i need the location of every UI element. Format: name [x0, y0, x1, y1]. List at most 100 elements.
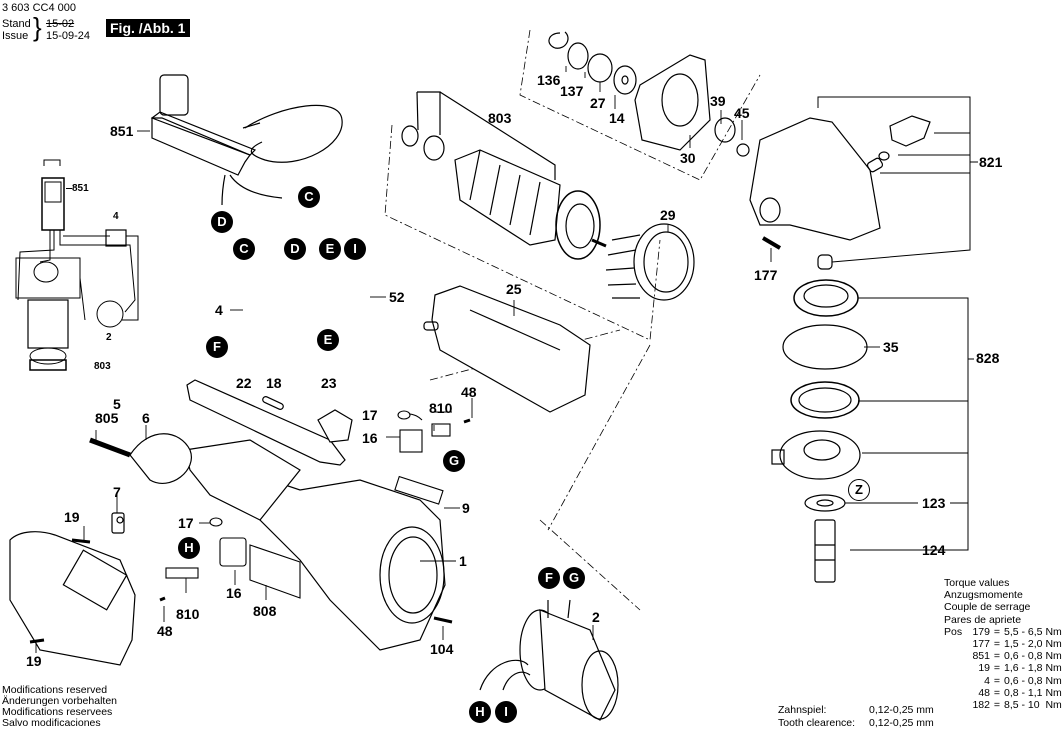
callout-124[interactable]: 124: [922, 542, 946, 558]
rear-cover: [9, 531, 136, 666]
callout-22[interactable]: 22: [236, 375, 252, 391]
callout-52[interactable]: 52: [389, 289, 405, 305]
torque-title-es: Pares de apriete: [944, 613, 1022, 626]
connector-f-coil[interactable]: F: [538, 567, 560, 589]
callout-29[interactable]: 29: [660, 207, 676, 223]
callout-1[interactable]: 1: [459, 553, 467, 569]
callout-9[interactable]: 9: [462, 500, 470, 516]
callout-2[interactable]: 2: [592, 609, 600, 625]
callout-25[interactable]: 25: [506, 281, 522, 297]
callout-45[interactable]: 45: [734, 105, 750, 121]
callout-14[interactable]: 14: [609, 110, 625, 126]
callout-16-lower[interactable]: 16: [226, 585, 242, 601]
torque-row: 19=1,6 - 1,8 Nm: [944, 662, 1061, 675]
torque-value: 8,5 - 10 Nm: [1004, 699, 1062, 712]
callout-808[interactable]: 808: [253, 603, 277, 619]
torque-pos-label: [944, 699, 966, 711]
tooth-clearance-value-de: 0,12-0,25 mm: [869, 704, 934, 716]
callout-16-upper[interactable]: 16: [362, 430, 378, 446]
callout-821[interactable]: 821: [979, 154, 1003, 170]
part-30-bearing-flange: [548, 31, 750, 157]
part-1-motor-housing: [184, 439, 446, 651]
callout-828[interactable]: 828: [976, 350, 1000, 366]
stand-label: Stand: [2, 18, 31, 30]
small-parts-group-upper: [394, 410, 471, 505]
connector-h-coil[interactable]: H: [469, 701, 491, 723]
torque-equals: =: [993, 625, 1001, 638]
schematic-label-4: 4: [113, 211, 119, 222]
torque-pos-label: [944, 675, 966, 687]
callout-805[interactable]: 805: [95, 410, 119, 426]
callout-17-upper[interactable]: 17: [362, 407, 378, 423]
torque-row: 48=0,8 - 1,1 Nm: [944, 686, 1061, 699]
callout-810-upper[interactable]: 810: [429, 400, 453, 416]
connector-g-coil[interactable]: G: [563, 567, 585, 589]
callout-48-lower[interactable]: 48: [157, 623, 173, 639]
callout-19-lower[interactable]: 19: [26, 653, 42, 669]
part-828-gear-stack: [771, 279, 868, 583]
torque-title-de: Anzugsmomente: [944, 589, 1023, 602]
callout-123[interactable]: 123: [922, 495, 946, 511]
callout-104[interactable]: 104: [430, 641, 454, 657]
torque-value: 0,6 - 0,8 Nm: [1004, 650, 1062, 663]
part-821-gear-housing: [749, 115, 931, 270]
callout-4[interactable]: 4: [215, 302, 223, 318]
connector-d-top[interactable]: D: [211, 211, 233, 233]
callout-27[interactable]: 27: [590, 95, 606, 111]
torque-pos: 19: [978, 662, 990, 675]
torque-equals: =: [993, 686, 1001, 699]
torque-value: 1,5 - 2,0 Nm: [1004, 638, 1062, 651]
tooth-clearance-row-en: Tooth clearence: 0,12-0,25 mm: [778, 717, 934, 729]
torque-title-fr: Couple de serrage: [944, 601, 1031, 614]
connector-g-upper[interactable]: G: [443, 450, 465, 472]
callout-17-lower[interactable]: 17: [178, 515, 194, 531]
torque-equals: =: [993, 650, 1001, 663]
torque-value: 5,5 - 6,5 Nm: [1004, 625, 1062, 638]
connector-e-switch[interactable]: E: [317, 329, 339, 351]
torque-pos-label: [944, 687, 966, 699]
detail-marker-z[interactable]: Z: [848, 479, 870, 501]
callout-851[interactable]: 851: [110, 123, 134, 139]
part-29-fan: [605, 223, 695, 301]
assembly-boundary-lines: [384, 29, 761, 611]
connector-i-coil[interactable]: I: [495, 701, 517, 723]
torque-equals: =: [993, 699, 1001, 712]
callout-48-upper[interactable]: 48: [461, 384, 477, 400]
connector-i-wire52[interactable]: I: [344, 238, 366, 260]
torque-equals: =: [993, 638, 1001, 651]
callout-810-lower[interactable]: 810: [176, 606, 200, 622]
issue-date: 15-09-24: [46, 30, 91, 42]
callout-39[interactable]: 39: [710, 93, 726, 109]
connector-c-top[interactable]: C: [298, 186, 320, 208]
torque-value: 0,6 - 0,8 Nm: [1004, 674, 1062, 687]
connector-d-switch[interactable]: D: [284, 238, 306, 260]
callout-137[interactable]: 137: [560, 83, 584, 99]
callout-803[interactable]: 803: [488, 110, 512, 126]
connector-h-lower[interactable]: H: [178, 537, 200, 559]
tooth-clearance-value-en: 0,12-0,25 mm: [869, 716, 934, 729]
callout-5[interactable]: 5: [113, 396, 121, 412]
callout-6[interactable]: 6: [142, 410, 150, 426]
part-25-handle: [423, 285, 591, 413]
part-805-cable: [89, 433, 192, 534]
connector-f-switch[interactable]: F: [206, 336, 228, 358]
torque-pos-label: [944, 662, 966, 674]
callout-19-upper[interactable]: 19: [64, 509, 80, 525]
torque-pos: 4: [984, 674, 990, 687]
connector-e-wire52[interactable]: E: [319, 238, 341, 260]
callout-30[interactable]: 30: [680, 150, 696, 166]
callout-23[interactable]: 23: [321, 375, 337, 391]
torque-pos: 48: [978, 686, 990, 699]
callout-177[interactable]: 177: [754, 267, 778, 283]
callout-7[interactable]: 7: [113, 484, 121, 500]
callout-35[interactable]: 35: [883, 339, 899, 355]
torque-pos: 182: [972, 699, 990, 712]
callout-18[interactable]: 18: [266, 375, 282, 391]
callout-136[interactable]: 136: [537, 72, 561, 88]
torque-pos: 179: [972, 625, 990, 638]
connector-c-switch[interactable]: C: [233, 238, 255, 260]
part-2-field-coil: [433, 599, 619, 721]
